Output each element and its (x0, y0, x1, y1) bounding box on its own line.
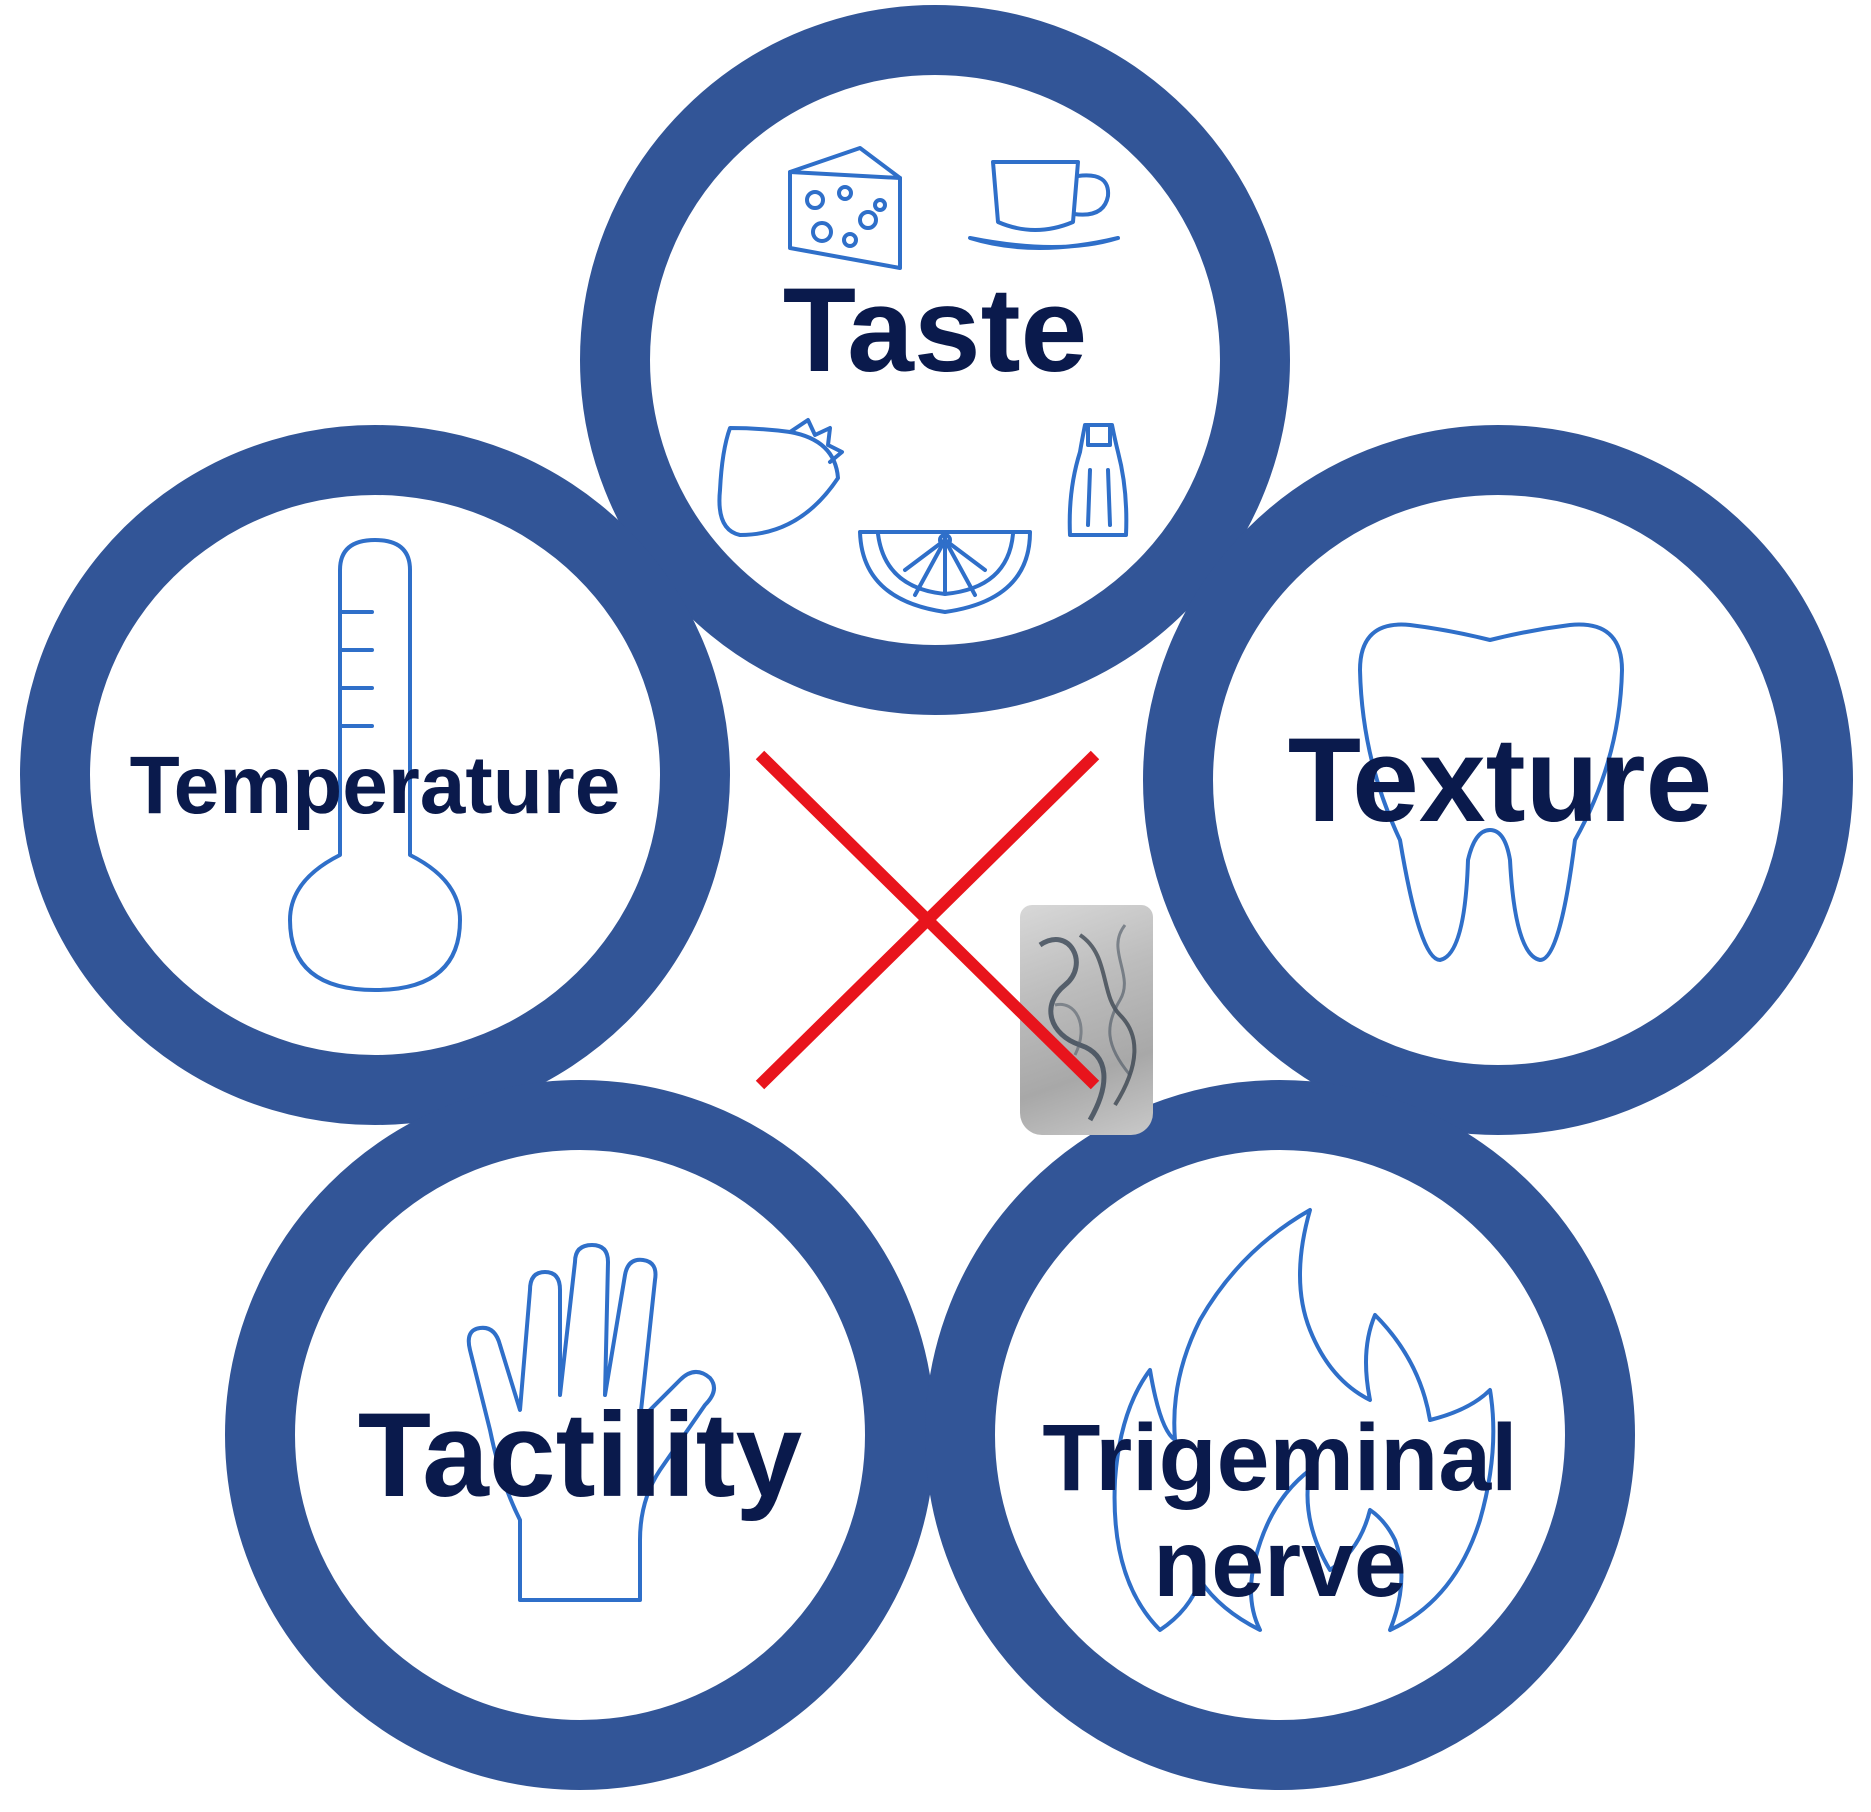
trigeminal-nerve-label: Trigeminal nerve (985, 1405, 1575, 1618)
tactility-label: Tactility (357, 1388, 803, 1522)
smoke-image (1020, 905, 1153, 1135)
texture-label: Texture (1287, 713, 1713, 847)
trigeminal-label-line1: Trigeminal (1042, 1405, 1518, 1511)
trigeminal-label-line2: nerve (1153, 1511, 1407, 1618)
smoke-icon (1038, 924, 1137, 1122)
temperature-label: Temperature (129, 740, 621, 831)
taste-label: Taste (782, 263, 1088, 397)
